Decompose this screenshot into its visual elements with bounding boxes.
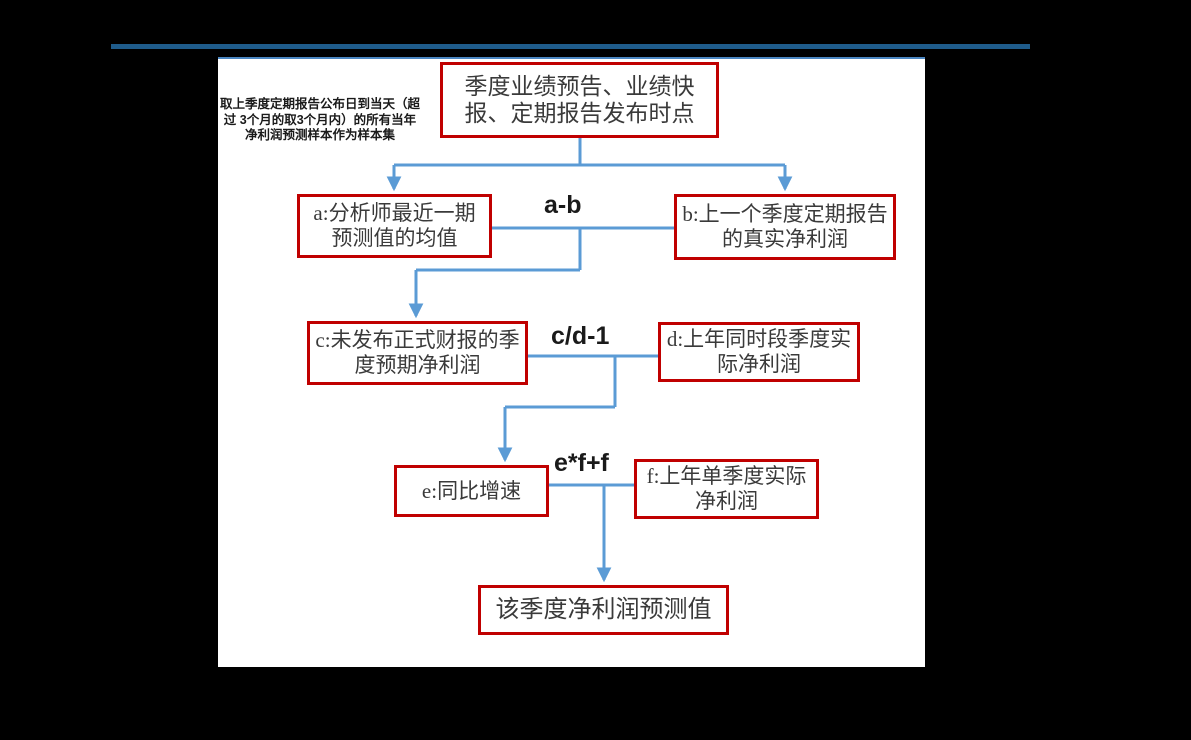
node-trigger[interactable]: 季度业绩预告、业绩快报、定期报告发布时点 — [440, 62, 719, 138]
operator-label-a-minus-b: a-b — [544, 191, 582, 219]
operator-label-e-times-f-plus-f: e*f+f — [554, 449, 609, 477]
node-c-expected-quarter-profit[interactable]: c:未发布正式财报的季度预期净利润 — [307, 321, 528, 385]
flowchart-canvas: 取上季度定期报告公布日到当天（超过 3个月的取3个月内）的所有当年净利润预测样本… — [218, 57, 925, 667]
node-b-prev-quarter-actual-profit[interactable]: b:上一个季度定期报告的真实净利润 — [674, 194, 896, 260]
node-result-quarter-profit-forecast[interactable]: 该季度净利润预测值 — [478, 585, 729, 635]
node-f-last-year-single-quarter-profit[interactable]: f:上年单季度实际净利润 — [634, 459, 819, 519]
node-a-analyst-forecast-mean[interactable]: a:分析师最近一期预测值的均值 — [297, 194, 492, 258]
operator-label-c-over-d-minus-1: c/d-1 — [551, 322, 610, 350]
accent-bar — [111, 44, 1030, 49]
node-d-last-year-same-period-profit[interactable]: d:上年同时段季度实际净利润 — [658, 322, 860, 382]
node-e-yoy-growth[interactable]: e:同比增速 — [394, 465, 549, 517]
sampling-annotation: 取上季度定期报告公布日到当天（超过 3个月的取3个月内）的所有当年净利润预测样本… — [220, 97, 421, 143]
